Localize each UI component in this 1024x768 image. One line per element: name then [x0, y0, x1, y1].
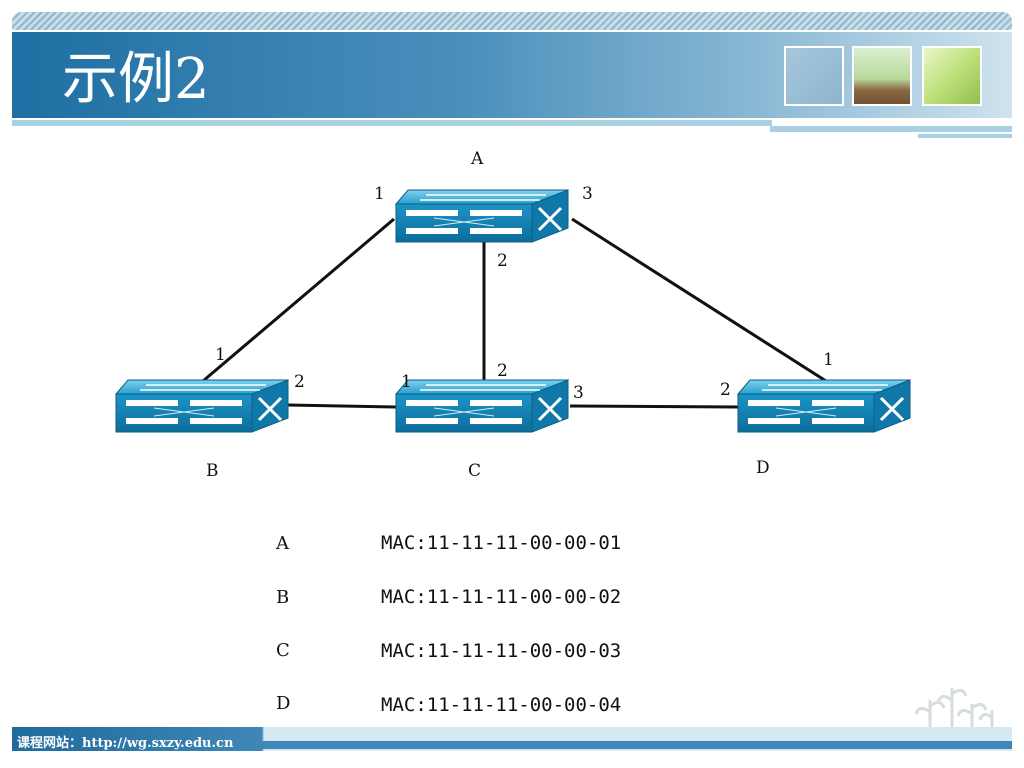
header-stripes: [12, 12, 1012, 30]
title-divider-line-right: [770, 126, 1012, 132]
decor-thumb-blue: [784, 46, 844, 106]
node-label-d: D: [756, 458, 770, 478]
decor-thumb-sprout: [852, 46, 912, 106]
mac-node-a: A: [276, 533, 289, 554]
port-a-3: 3: [582, 184, 593, 204]
page-title: 示例2: [62, 47, 210, 112]
port-a-1: 1: [374, 184, 385, 204]
port-b-2: 2: [294, 372, 305, 392]
title-bar: [12, 32, 1012, 118]
port-d-2: 2: [720, 380, 731, 400]
footer-course-site: 课程网站：http://wg.sxzy.edu.cn: [17, 736, 234, 751]
port-d-1: 1: [823, 350, 834, 370]
port-c-1: 1: [401, 372, 412, 392]
port-a-2: 2: [497, 251, 508, 271]
link-c-d: [569, 404, 739, 409]
switch-c: [394, 378, 570, 434]
links: [202, 217, 827, 409]
mac-node-b: B: [276, 587, 290, 608]
switch-d: [736, 378, 912, 434]
footer-line: [260, 741, 1012, 749]
title-divider-line-end: [918, 134, 1012, 138]
port-c-2: 2: [497, 361, 508, 381]
port-c-3: 3: [573, 383, 584, 403]
mac-value-d: MAC:11-11-11-00-00-04: [381, 694, 622, 716]
mac-node-d: D: [276, 693, 291, 714]
node-label-a: A: [470, 149, 484, 169]
mac-value-c: MAC:11-11-11-00-00-03: [381, 640, 622, 662]
mac-node-c: C: [276, 640, 290, 661]
link-b-c: [287, 403, 397, 409]
link-a-b: [202, 217, 395, 383]
decor-plants: [914, 688, 994, 735]
link-a-d: [571, 217, 827, 383]
node-label-b: B: [206, 461, 219, 481]
port-b-1: 1: [215, 345, 226, 365]
switch-b: [114, 378, 290, 434]
title-divider-line: [12, 120, 772, 126]
mac-value-a: MAC:11-11-11-00-00-01: [381, 532, 622, 554]
switch-a: [394, 188, 570, 244]
mac-value-b: MAC:11-11-11-00-00-02: [381, 586, 622, 608]
decor-thumb-leaf: [922, 46, 982, 106]
node-label-c: C: [468, 461, 481, 481]
